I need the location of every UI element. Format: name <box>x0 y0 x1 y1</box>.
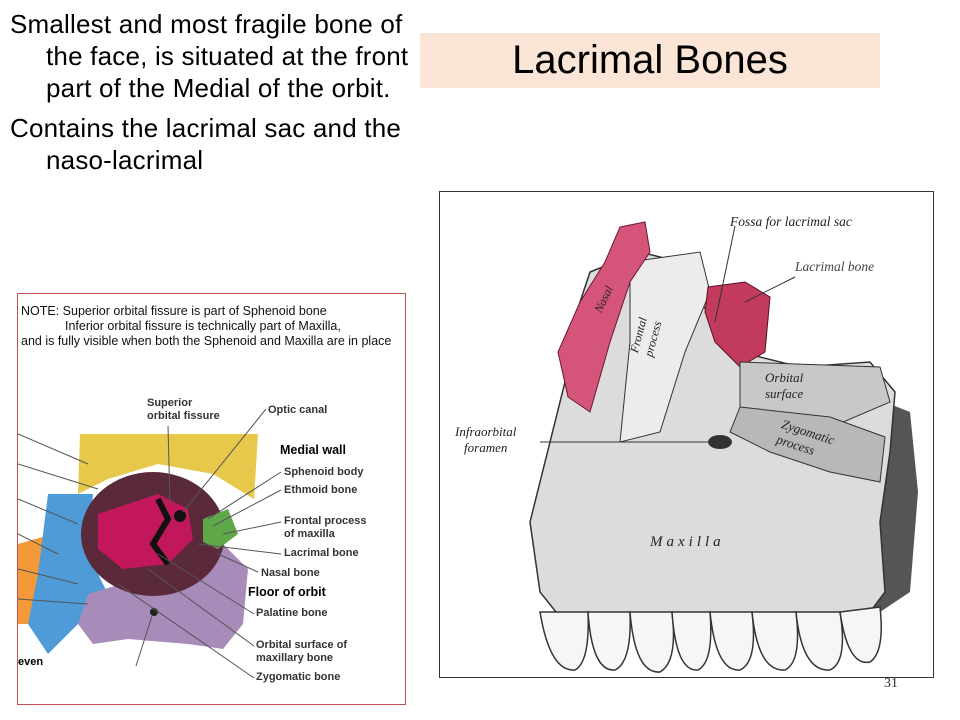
label-lacrimal-bone: Lacrimal bone <box>284 547 359 559</box>
infraorbital-foramen-shape <box>708 435 732 449</box>
bullet-list: Smallest and most fragile bone of the fa… <box>10 8 410 184</box>
label-lacrimal-bone-right: Lacrimal bone <box>795 259 875 274</box>
label-medial-wall: Medial wall <box>280 443 346 457</box>
sphenoid-shape <box>98 494 193 569</box>
ethmoid-shape <box>203 509 238 549</box>
label-maxilla: Maxilla <box>650 534 725 550</box>
label-sphenoid-body: Sphenoid body <box>284 466 364 478</box>
frontal-process-shape <box>619 251 711 443</box>
bullet-2: Contains the lacrimal sac and the naso-l… <box>10 113 402 175</box>
leader-lines <box>540 225 796 443</box>
label-zygomatic-bone: Zygomatic bone <box>256 671 341 683</box>
label-orbital-surface: Orbital surface of maxillary bone <box>256 639 348 664</box>
orbit-illustration <box>18 408 282 679</box>
label-fossa: Fossa for lacrimal sac <box>730 214 852 229</box>
note-line-1: NOTE: Superior orbital fissure is part o… <box>21 304 327 318</box>
label-cut-word: even <box>18 656 44 668</box>
title-box: Lacrimal Bones <box>420 33 880 88</box>
label-infraorbital-foramen: Infraorbital foramen <box>455 424 517 455</box>
note-text: NOTE: Superior orbital fissure is part o… <box>21 304 403 349</box>
label-ethmoid-bone: Ethmoid bone <box>284 484 358 496</box>
optic-canal-shape <box>174 510 186 522</box>
label-frontal-process: Frontal process of maxilla <box>284 515 367 540</box>
label-nasal-bone: Nasal bone <box>261 567 320 579</box>
label-superior-orbital-fissure: Superior orbital fissure <box>147 397 220 422</box>
slide-number: 31 <box>884 676 898 691</box>
note-line-3: and is fully visible when both the Sphen… <box>21 334 392 348</box>
lacrimal-highlight <box>704 281 771 368</box>
fissure-shape <box>149 497 172 566</box>
slide-title: Lacrimal Bones <box>512 38 788 82</box>
label-optic-canal: Optic canal <box>268 404 328 416</box>
maxilla-engraving: Fossa for lacrimal sac Lacrimal bone Nas… <box>439 191 934 678</box>
note-line-2: Inferior orbital fissure is technically … <box>65 319 341 333</box>
orbit-diagram: NOTE: Superior orbital fissure is part o… <box>17 293 406 705</box>
maxilla-illustration <box>529 221 918 673</box>
label-orbital-surface-right: Orbital surface <box>765 370 804 401</box>
label-floor-of-orbit: Floor of orbit <box>248 585 326 599</box>
zygomatic-process-shape <box>729 406 886 483</box>
bullet-1: Smallest and most fragile bone of the fa… <box>10 9 409 103</box>
frontal-bone-shape <box>78 434 258 499</box>
teeth <box>539 606 882 673</box>
nasal-highlight <box>557 221 651 413</box>
label-palatine-bone: Palatine bone <box>256 607 328 619</box>
leader-lines <box>18 408 282 679</box>
